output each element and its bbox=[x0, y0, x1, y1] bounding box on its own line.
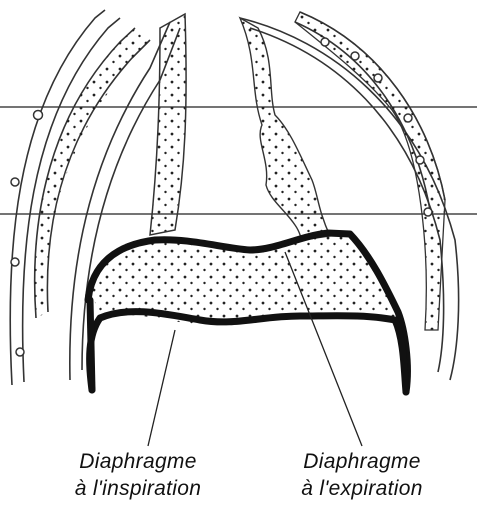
caption-expiration-line2: à l'expiration bbox=[262, 475, 462, 502]
left-pleural-band bbox=[150, 14, 186, 235]
caption-expiration-line1: Diaphragme bbox=[262, 448, 462, 475]
mediastinal-border bbox=[240, 18, 330, 240]
diaphragm-inspiration-curve bbox=[90, 312, 406, 392]
caption-inspiration: Diaphragme à l'inspiration bbox=[38, 448, 238, 502]
leader-line-inspiration bbox=[148, 330, 175, 446]
caption-expiration: Diaphragme à l'expiration bbox=[262, 448, 462, 502]
diaphragm-left-limb bbox=[90, 300, 92, 390]
caption-inspiration-line1: Diaphragme bbox=[38, 448, 238, 475]
caption-inspiration-line2: à l'inspiration bbox=[38, 475, 238, 502]
